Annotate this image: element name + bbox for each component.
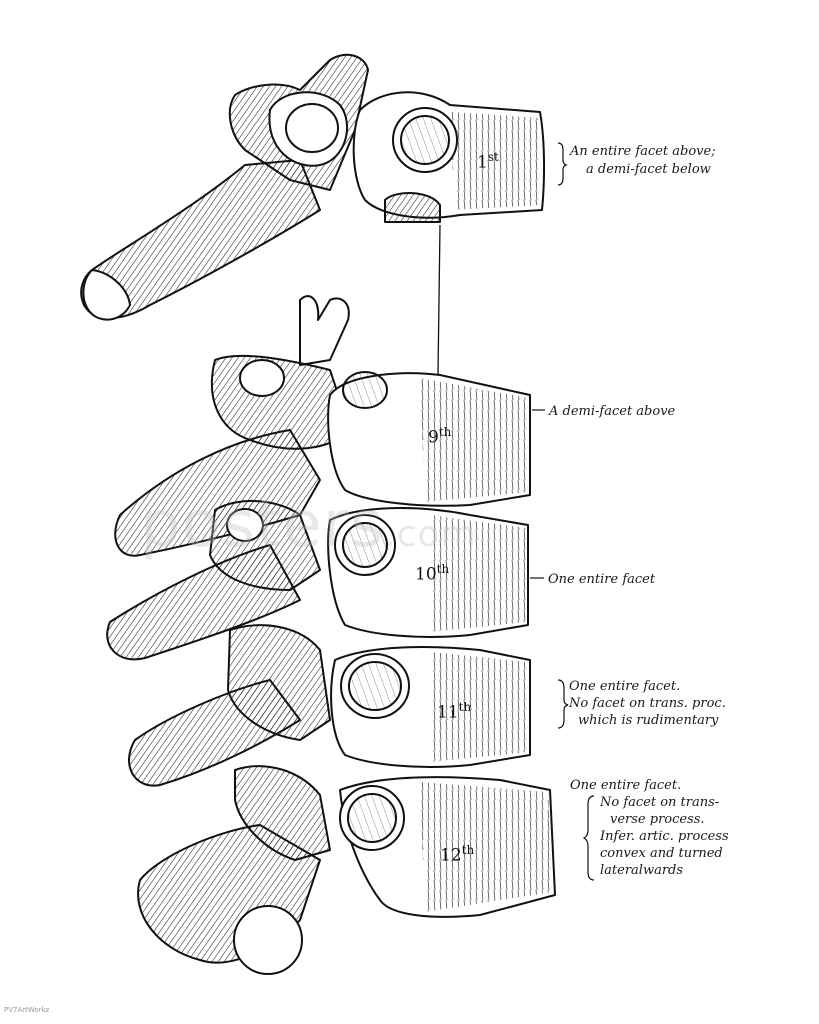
annotation-eleventh-line-3: which is rudimentary	[578, 713, 719, 728]
vertebra-label-1: 1st	[477, 150, 499, 173]
annotation-twelfth-line-4: Infer. artic. process	[600, 829, 729, 844]
vertebra-label-9: 9th	[428, 425, 452, 448]
annotation-tenth: One entire facet	[548, 572, 656, 587]
vertebra-12-drawing	[137, 765, 556, 975]
brace-1	[557, 142, 568, 186]
annotation-eleventh-line-2: No facet on trans. proc.	[569, 696, 726, 711]
vertebra-10-drawing	[106, 499, 529, 661]
watermark: posters.com	[140, 488, 477, 562]
pointer-line	[437, 224, 441, 376]
vertebra-9-drawing	[114, 295, 531, 557]
annotation-ninth: A demi-facet above	[549, 404, 676, 419]
annotation-twelfth-line-3: verse process.	[610, 812, 705, 827]
vertebra-label-11: 11th	[437, 700, 472, 723]
annotation-twelfth-line-2: No facet on trans-	[600, 795, 720, 810]
brace-12	[582, 795, 595, 881]
annotation-first-line-2: a demi-facet below	[586, 162, 711, 177]
vertebra-label-12: 12th	[440, 843, 475, 866]
annotation-twelfth-line-1: One entire facet.	[570, 778, 682, 793]
vertebra-label-10: 10th	[415, 562, 450, 585]
annotation-eleventh-line-1: One entire facet.	[569, 679, 681, 694]
annotation-twelfth-line-5: convex and turned	[600, 846, 723, 861]
image-code: PV7ArtWorkz	[4, 1006, 50, 1014]
annotation-first-line-1: An entire facet above;	[570, 144, 716, 159]
vertebra-11-drawing	[128, 624, 531, 787]
brace-11	[557, 679, 569, 729]
vertebra-1-drawing	[80, 53, 546, 321]
annotation-twelfth-line-6: lateralwards	[600, 863, 684, 878]
